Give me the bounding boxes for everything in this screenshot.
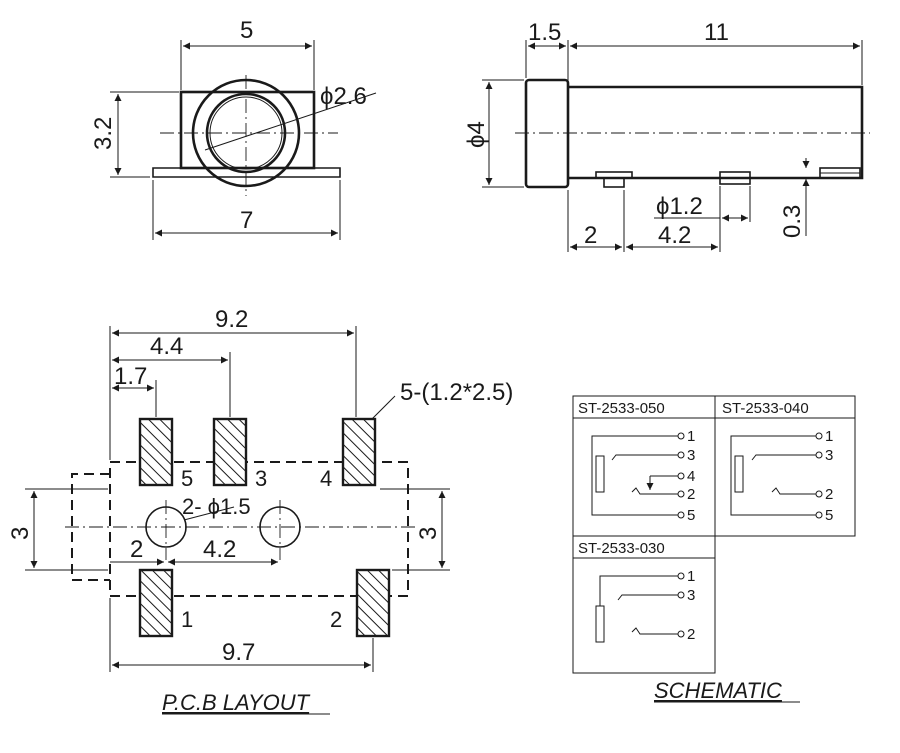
svg-text:2: 2	[687, 486, 695, 503]
side-peg-2	[719, 171, 751, 185]
pad-1	[138, 568, 174, 638]
pcb-outline	[109, 461, 409, 597]
bore-leader	[204, 92, 377, 151]
schematic-050: 1 3 4 2 5	[591, 428, 695, 524]
svg-text:3: 3	[687, 587, 695, 604]
svg-text:5: 5	[825, 507, 833, 524]
dim-hole-spacing: 4.2	[203, 536, 236, 563]
schematic-title-040: ST-2533-040	[722, 400, 809, 417]
pad-2	[355, 568, 391, 638]
pin-label-4: 4	[320, 466, 332, 491]
pad-5	[138, 417, 174, 487]
dim-pcb-overall-bottom: 9.7	[222, 639, 255, 666]
dim-width-bottom: 7	[240, 207, 253, 234]
bore-diameter-label: ϕ2.6	[320, 83, 367, 110]
pad-4	[341, 417, 377, 487]
dim-diameter: ϕ4	[463, 121, 490, 148]
svg-text:1: 1	[687, 428, 695, 445]
pad-3	[212, 417, 248, 487]
dim-pcb-height-right: 3	[415, 527, 442, 540]
pcb-layout: 5 3 4 1 2 9.2 4.4 1.7 5-(1.2*2.5) 2- ϕ1.…	[7, 306, 513, 715]
pcb-outline-left-tab	[71, 473, 110, 581]
svg-text:3: 3	[687, 447, 695, 464]
svg-text:1: 1	[687, 568, 695, 585]
svg-text:4: 4	[687, 468, 695, 485]
svg-text:2: 2	[825, 486, 833, 503]
side-head	[524, 78, 570, 189]
side-peg-1	[603, 177, 625, 188]
dim-peg-spacing: 4.2	[658, 222, 691, 249]
schematic-title-030: ST-2533-030	[578, 540, 665, 557]
side-view: 1.5 11 ϕ4 2 4.2 ϕ1.2 0.3	[463, 19, 870, 252]
pad-spec-label: 5-(1.2*2.5)	[400, 379, 513, 406]
pcb-caption: P.C.B LAYOUT	[162, 690, 311, 715]
dim-pcb-height-left: 3	[7, 527, 34, 540]
svg-text:5: 5	[687, 507, 695, 524]
dim-peg-offset: 2	[584, 222, 597, 249]
schematic-030: 1 3 2	[595, 568, 695, 643]
dim-body-length: 11	[704, 19, 729, 46]
dim-hole-offset: 2	[130, 536, 143, 563]
front-view: ϕ2.6 5 3.2 7	[90, 17, 377, 240]
dim-pcb-overall-top: 9.2	[215, 306, 248, 333]
side-body	[568, 85, 864, 180]
schematic-title-050: ST-2533-050	[578, 400, 665, 417]
pin-label-1: 1	[181, 607, 193, 632]
pin-label-3: 3	[255, 466, 267, 491]
schematic-040: 1 3 2 5	[730, 428, 833, 524]
dim-tab-thickness: 0.3	[779, 205, 806, 238]
dim-height: 3.2	[90, 117, 117, 150]
front-flange	[152, 167, 341, 178]
pin-label-5: 5	[181, 466, 193, 491]
hole-spec-label: 2- ϕ1.5	[182, 494, 251, 519]
schematic-caption: SCHEMATIC	[654, 678, 782, 703]
svg-text:2: 2	[687, 626, 695, 643]
dim-pcb-pitch-first: 1.7	[114, 363, 147, 390]
svg-text:1: 1	[825, 428, 833, 445]
dim-peg-diameter: ϕ1.2	[656, 193, 703, 220]
front-body-outline	[179, 90, 316, 170]
dim-head-length: 1.5	[528, 19, 561, 46]
svg-text:3: 3	[825, 447, 833, 464]
dim-width-top: 5	[240, 17, 253, 44]
pin-label-2: 2	[330, 607, 342, 632]
dim-pcb-pitch-middle: 4.4	[150, 333, 183, 360]
schematic: ST-2533-050 ST-2533-040 ST-2533-030 1 3 …	[572, 395, 856, 703]
